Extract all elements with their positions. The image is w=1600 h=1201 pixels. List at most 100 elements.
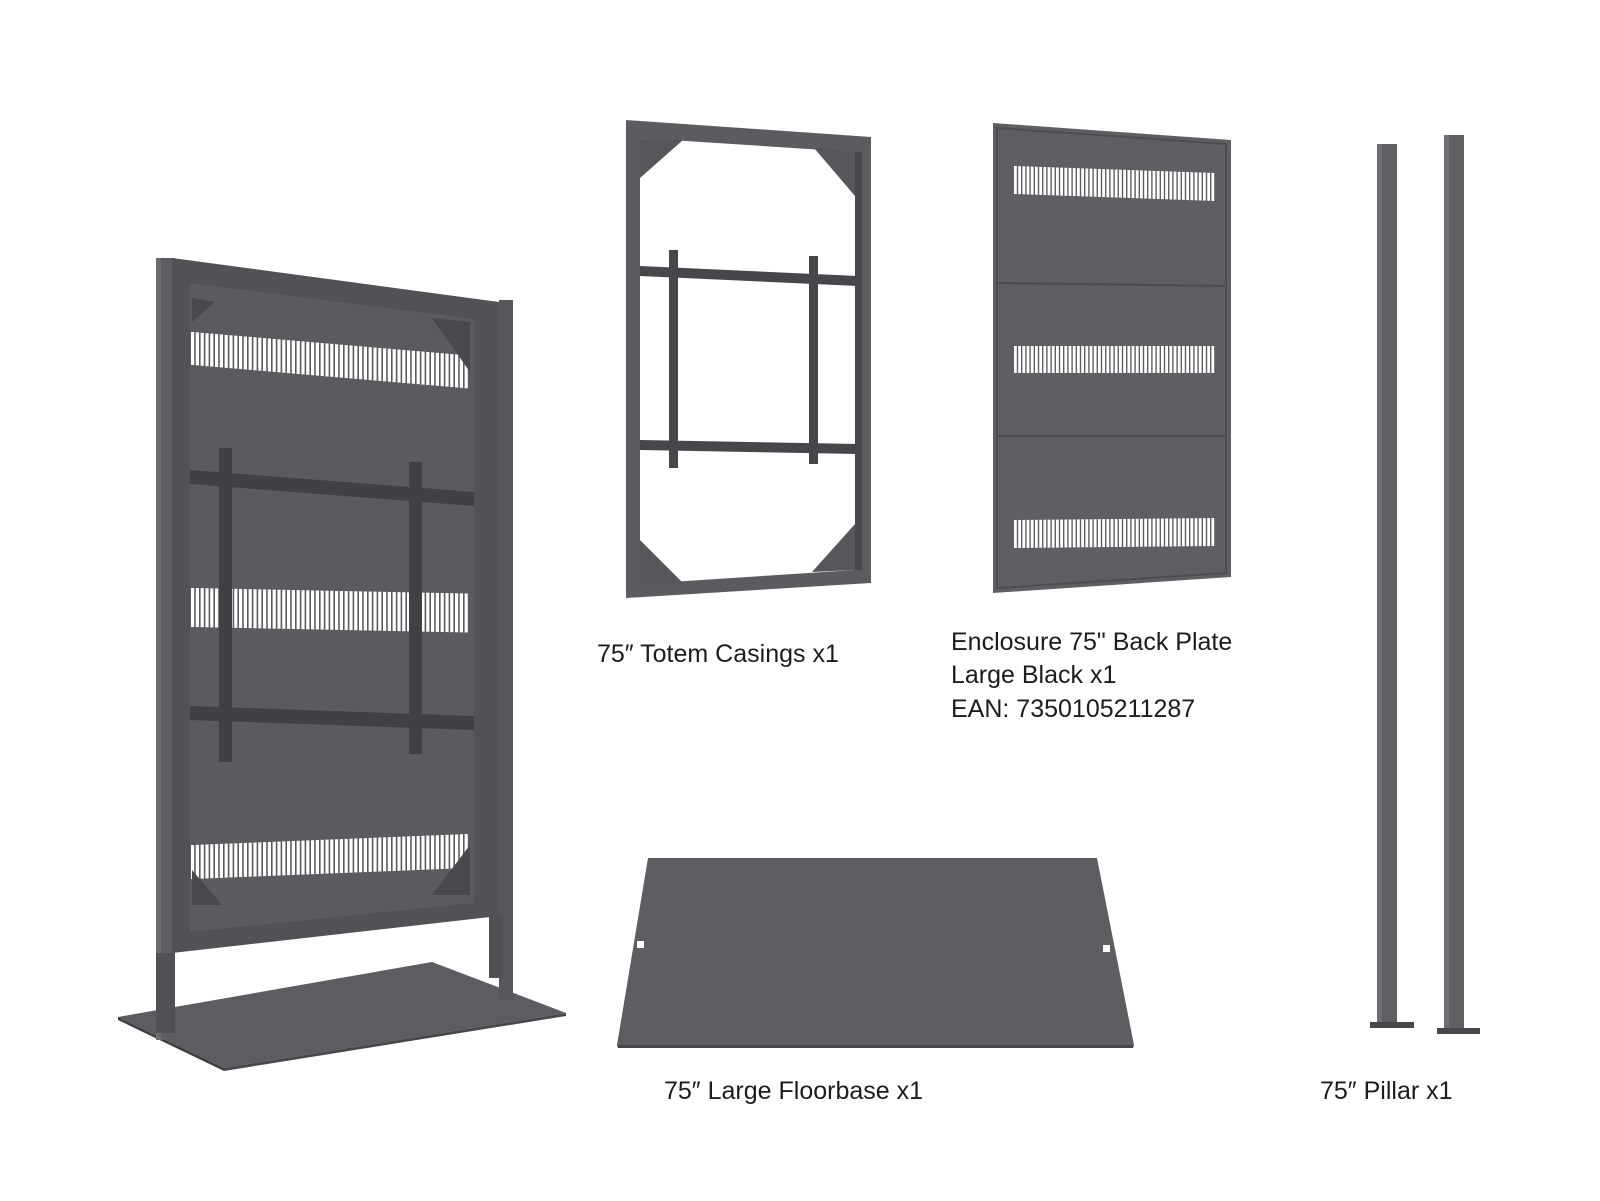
vent-slot (306, 341, 310, 375)
vent-slot (291, 340, 295, 374)
vent-slot (1140, 170, 1143, 199)
vent-slot (383, 837, 387, 872)
vent-slot (368, 591, 372, 631)
vent-slot (315, 840, 319, 875)
back-plate-caption-line1: Enclosure 75" Back Plate (951, 628, 1233, 656)
vent-slot (301, 840, 305, 875)
casing-mount-bracket (640, 250, 858, 468)
vent-slot (363, 591, 367, 631)
vent-slot (243, 336, 247, 370)
vent-slot (1060, 519, 1063, 548)
assembled-floor-plate (118, 962, 566, 1068)
vent-slot (296, 340, 300, 374)
vent-slot (1156, 518, 1160, 547)
assembled-right-post (499, 300, 513, 1000)
vent-slot (258, 589, 262, 629)
vent-slot (1198, 346, 1202, 373)
vent-slot (387, 348, 391, 382)
vent-slot (1186, 518, 1189, 547)
vent-slot (450, 354, 454, 388)
vent-slot (1064, 167, 1068, 196)
vent-slot (1039, 346, 1042, 373)
back-plate-vent-bottom (1014, 518, 1215, 548)
vent-slot (258, 337, 262, 371)
vent-slot (1156, 170, 1160, 199)
back-plate-vent-middle (1014, 346, 1215, 373)
vent-slot (248, 336, 252, 370)
vent-slot (431, 835, 435, 870)
vent-slot (435, 352, 439, 386)
vent-slot (1114, 346, 1118, 373)
vent-slot (392, 349, 396, 383)
vent-slot (1106, 346, 1110, 373)
vent-slot (1152, 170, 1156, 199)
vent-slot (1211, 172, 1215, 201)
vent-slot (373, 347, 377, 381)
vent-slot (1030, 519, 1034, 548)
vent-slot (1148, 346, 1152, 373)
vent-slot (253, 337, 257, 371)
vent-slot (291, 590, 295, 630)
vent-slot (1119, 518, 1122, 547)
vent-slot (407, 836, 411, 871)
vent-slot (1182, 171, 1185, 200)
vent-slot (1060, 167, 1063, 196)
vent-slot (296, 590, 300, 630)
vent-slot (459, 354, 463, 388)
vent-slot (1114, 518, 1118, 547)
vent-slot (392, 592, 396, 632)
assembled-vent-bottom (191, 834, 468, 879)
pillar-caption: 75″ Pillar x1 (1320, 1077, 1453, 1105)
vent-slot (1081, 519, 1084, 548)
vent-slot (339, 839, 343, 874)
vent-slot (1039, 519, 1042, 548)
vent-slot (277, 841, 281, 876)
vent-slot (1018, 519, 1021, 548)
vent-slot (1203, 346, 1206, 373)
vent-slot (1098, 346, 1101, 373)
vent-slot (407, 350, 411, 384)
vent-slot (243, 842, 247, 877)
vent-slot (1089, 168, 1093, 197)
vent-slot (1089, 346, 1093, 373)
vent-slot (464, 593, 468, 633)
vent-slot (1110, 519, 1114, 548)
vent-slot (267, 841, 271, 876)
vent-slot (335, 590, 339, 630)
vent-slot (191, 588, 195, 627)
floorbase-plate (617, 858, 1134, 1045)
vent-slot (1072, 168, 1076, 197)
vent-slot (315, 590, 319, 630)
vent-slot (368, 837, 372, 872)
assembled-mount-bracket (190, 448, 474, 762)
vent-slot (191, 332, 195, 365)
vent-slot (215, 588, 219, 628)
vent-slot (1135, 346, 1139, 373)
vent-slot (239, 588, 243, 628)
vent-slot (287, 340, 291, 374)
vent-slot (1068, 519, 1072, 548)
vent-slot (253, 842, 257, 877)
vent-slot (440, 835, 444, 870)
vent-slot (205, 588, 209, 628)
vent-slot (1177, 518, 1181, 547)
vent-slot (445, 593, 449, 633)
vent-slot (1085, 168, 1089, 197)
vent-slot (311, 840, 315, 875)
vent-slot (315, 342, 319, 376)
vent-slot (1030, 166, 1034, 195)
vent-slot (1169, 346, 1173, 373)
vent-slot (1081, 346, 1084, 373)
vent-slot (1035, 519, 1038, 548)
vent-slot (1077, 346, 1080, 373)
vent-slot (383, 591, 387, 631)
vent-slot (200, 588, 204, 628)
vent-slot (426, 592, 430, 632)
vent-slot (277, 339, 281, 373)
vent-slot (459, 834, 463, 869)
vent-slot (1014, 166, 1017, 194)
vent-slot (1156, 346, 1160, 373)
